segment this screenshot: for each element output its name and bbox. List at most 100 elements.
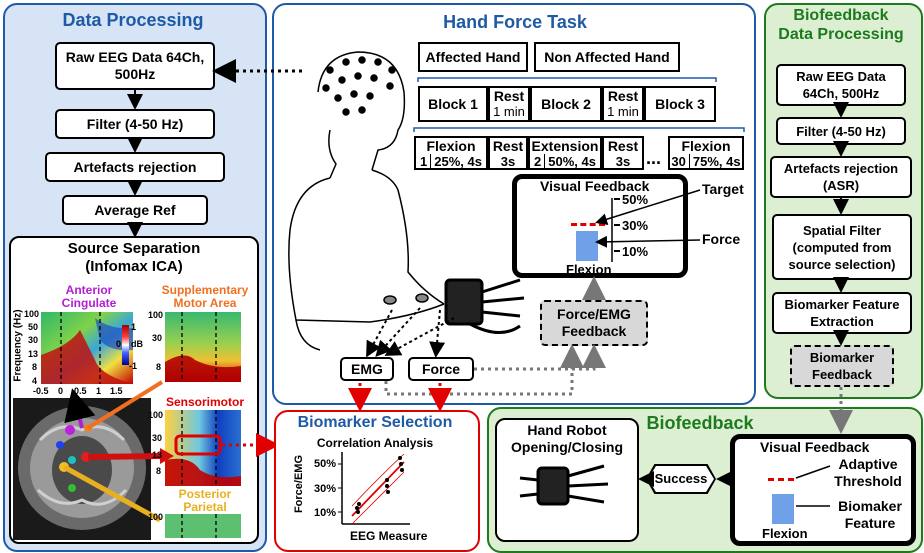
block-3: Block 3	[644, 86, 716, 122]
ersp4-ytick-100: 100	[148, 512, 164, 522]
source-separation-subtitle: (Infomax ICA)	[85, 258, 183, 275]
ersp-ytick-13: 13	[28, 349, 39, 359]
ersp3-ytick-30: 30	[152, 433, 163, 443]
ersp3-ytick-8: 8	[156, 466, 162, 476]
dp-step-artefacts: Artefacts rejection	[45, 152, 225, 182]
biofeedback-title: Biofeedback	[646, 413, 754, 433]
force-box: Force	[408, 357, 474, 381]
label-anterior-cingulate: Anterior Cingulate	[61, 283, 117, 310]
ersp-posterior	[165, 514, 241, 538]
correlation-point	[357, 502, 361, 506]
correlation-points	[355, 456, 404, 514]
emg-box: EMG	[340, 357, 394, 381]
vf-level-50: 50%	[622, 192, 649, 207]
ersp-ytick-50: 50	[28, 322, 39, 332]
ersp-ytick-30: 30	[28, 335, 39, 345]
vf-level-30: 30%	[622, 218, 649, 233]
target-label: Target	[702, 181, 744, 197]
cbar-unit: dB	[131, 339, 143, 349]
robot-hand-biofeedback	[519, 464, 609, 506]
data-processing-title: Data Processing	[62, 10, 204, 30]
cbar-top: 1	[131, 322, 137, 332]
bp-step-spatial: Spatial Filter (computed from source sel…	[772, 214, 912, 280]
ersp-xtick-1: -0.5	[33, 386, 49, 396]
hand-robot-label: Hand Robot Opening/Closing	[511, 422, 623, 455]
person-with-eeg-cap	[288, 51, 445, 351]
label-posterior-parietal: Posterior Parietal	[178, 487, 232, 514]
correlation-point	[355, 506, 359, 510]
bp-step-raw: Raw EEG Data 64Ch, 500Hz	[776, 64, 906, 106]
bf-feature-bar	[772, 494, 794, 524]
correlation-point	[385, 484, 389, 488]
cbar-bottom: -1	[129, 361, 138, 371]
corr-ytick-30: 30%	[314, 483, 337, 495]
hand-force-title: Hand Force Task	[443, 12, 587, 32]
bf-adaptive-label: Adaptive Threshold	[834, 456, 902, 489]
ci-lower	[351, 471, 405, 525]
dp-step-raw: Raw EEG Data 64Ch, 500Hz	[55, 42, 215, 90]
force-label: Force	[702, 231, 741, 247]
roi-highlight	[174, 434, 222, 456]
correlation-title: Correlation Analysis	[316, 436, 434, 450]
correlation-point	[399, 462, 403, 466]
colorbar	[122, 325, 129, 365]
corr-ytick-10: 10%	[314, 507, 337, 519]
cbar-zero: 0	[116, 339, 122, 349]
bf-bar-label: Flexion	[762, 526, 808, 541]
correlation-point	[398, 456, 402, 460]
bf-threshold-line	[768, 478, 794, 481]
bf-biomaker-label: Biomaker Feature	[838, 498, 902, 531]
vf-target-line	[571, 223, 605, 226]
correlation-plot	[338, 452, 410, 525]
label-supplementary: Supplementary Motor Area	[161, 283, 249, 310]
ersp-xtick-5: 1.5	[110, 386, 123, 396]
ersp3-ytick-100: 100	[148, 410, 164, 420]
vf-level-10: 10%	[622, 244, 649, 259]
corr-xlabel: EEG Measure	[350, 529, 428, 543]
ersp2-ytick-100: 100	[148, 310, 164, 320]
block-1: Block 1	[418, 86, 488, 122]
visual-feedback-screen	[512, 174, 688, 278]
biofeedback-visual-screen	[730, 434, 916, 546]
bp-step-artefacts: Artefacts rejection (ASR)	[770, 156, 912, 198]
ersp2-ytick-8: 8	[156, 362, 162, 372]
correlation-point	[356, 510, 360, 514]
ersp-ytick-4: 4	[32, 376, 38, 386]
trial-ellipsis: ...	[646, 148, 662, 168]
biofeedback-processing-title: Biofeedback Data Processing	[778, 7, 904, 43]
vf-title: Visual Feedback	[540, 178, 650, 194]
affected-hand: Affected Hand	[418, 42, 528, 72]
ersp-xtick-4: 1	[96, 386, 102, 396]
ersp3-ytick-13: 13	[152, 450, 163, 460]
bf-vf-title: Visual Feedback	[760, 439, 870, 455]
correlation-point	[400, 468, 404, 472]
ersp-ytick-100: 100	[24, 309, 40, 319]
ersp2-ytick-30: 30	[152, 333, 163, 343]
success-label: Success	[654, 471, 708, 486]
vf-bar-label: Flexion	[566, 262, 612, 277]
label-sensorimotor: Sensorimotor	[165, 395, 244, 409]
biomarker-selection-panel	[274, 410, 480, 552]
biomarker-selection-title: Biomarker Selection	[297, 414, 453, 431]
ersp-xtick-2: 0	[58, 386, 64, 396]
success-hexagon-inner	[648, 466, 714, 492]
block-2: Block 2	[530, 86, 602, 122]
bp-step-feedback: Biomarker Feedback	[790, 345, 894, 387]
regression-line	[351, 461, 405, 517]
source-separation-title: Source Separation	[67, 240, 201, 257]
corr-ytick-50: 50%	[314, 458, 337, 470]
vf-force-bar	[576, 231, 598, 261]
robot-hand-orthosis	[444, 278, 525, 334]
correlation-point	[386, 490, 390, 494]
ersp-ytick-8: 8	[32, 362, 38, 372]
